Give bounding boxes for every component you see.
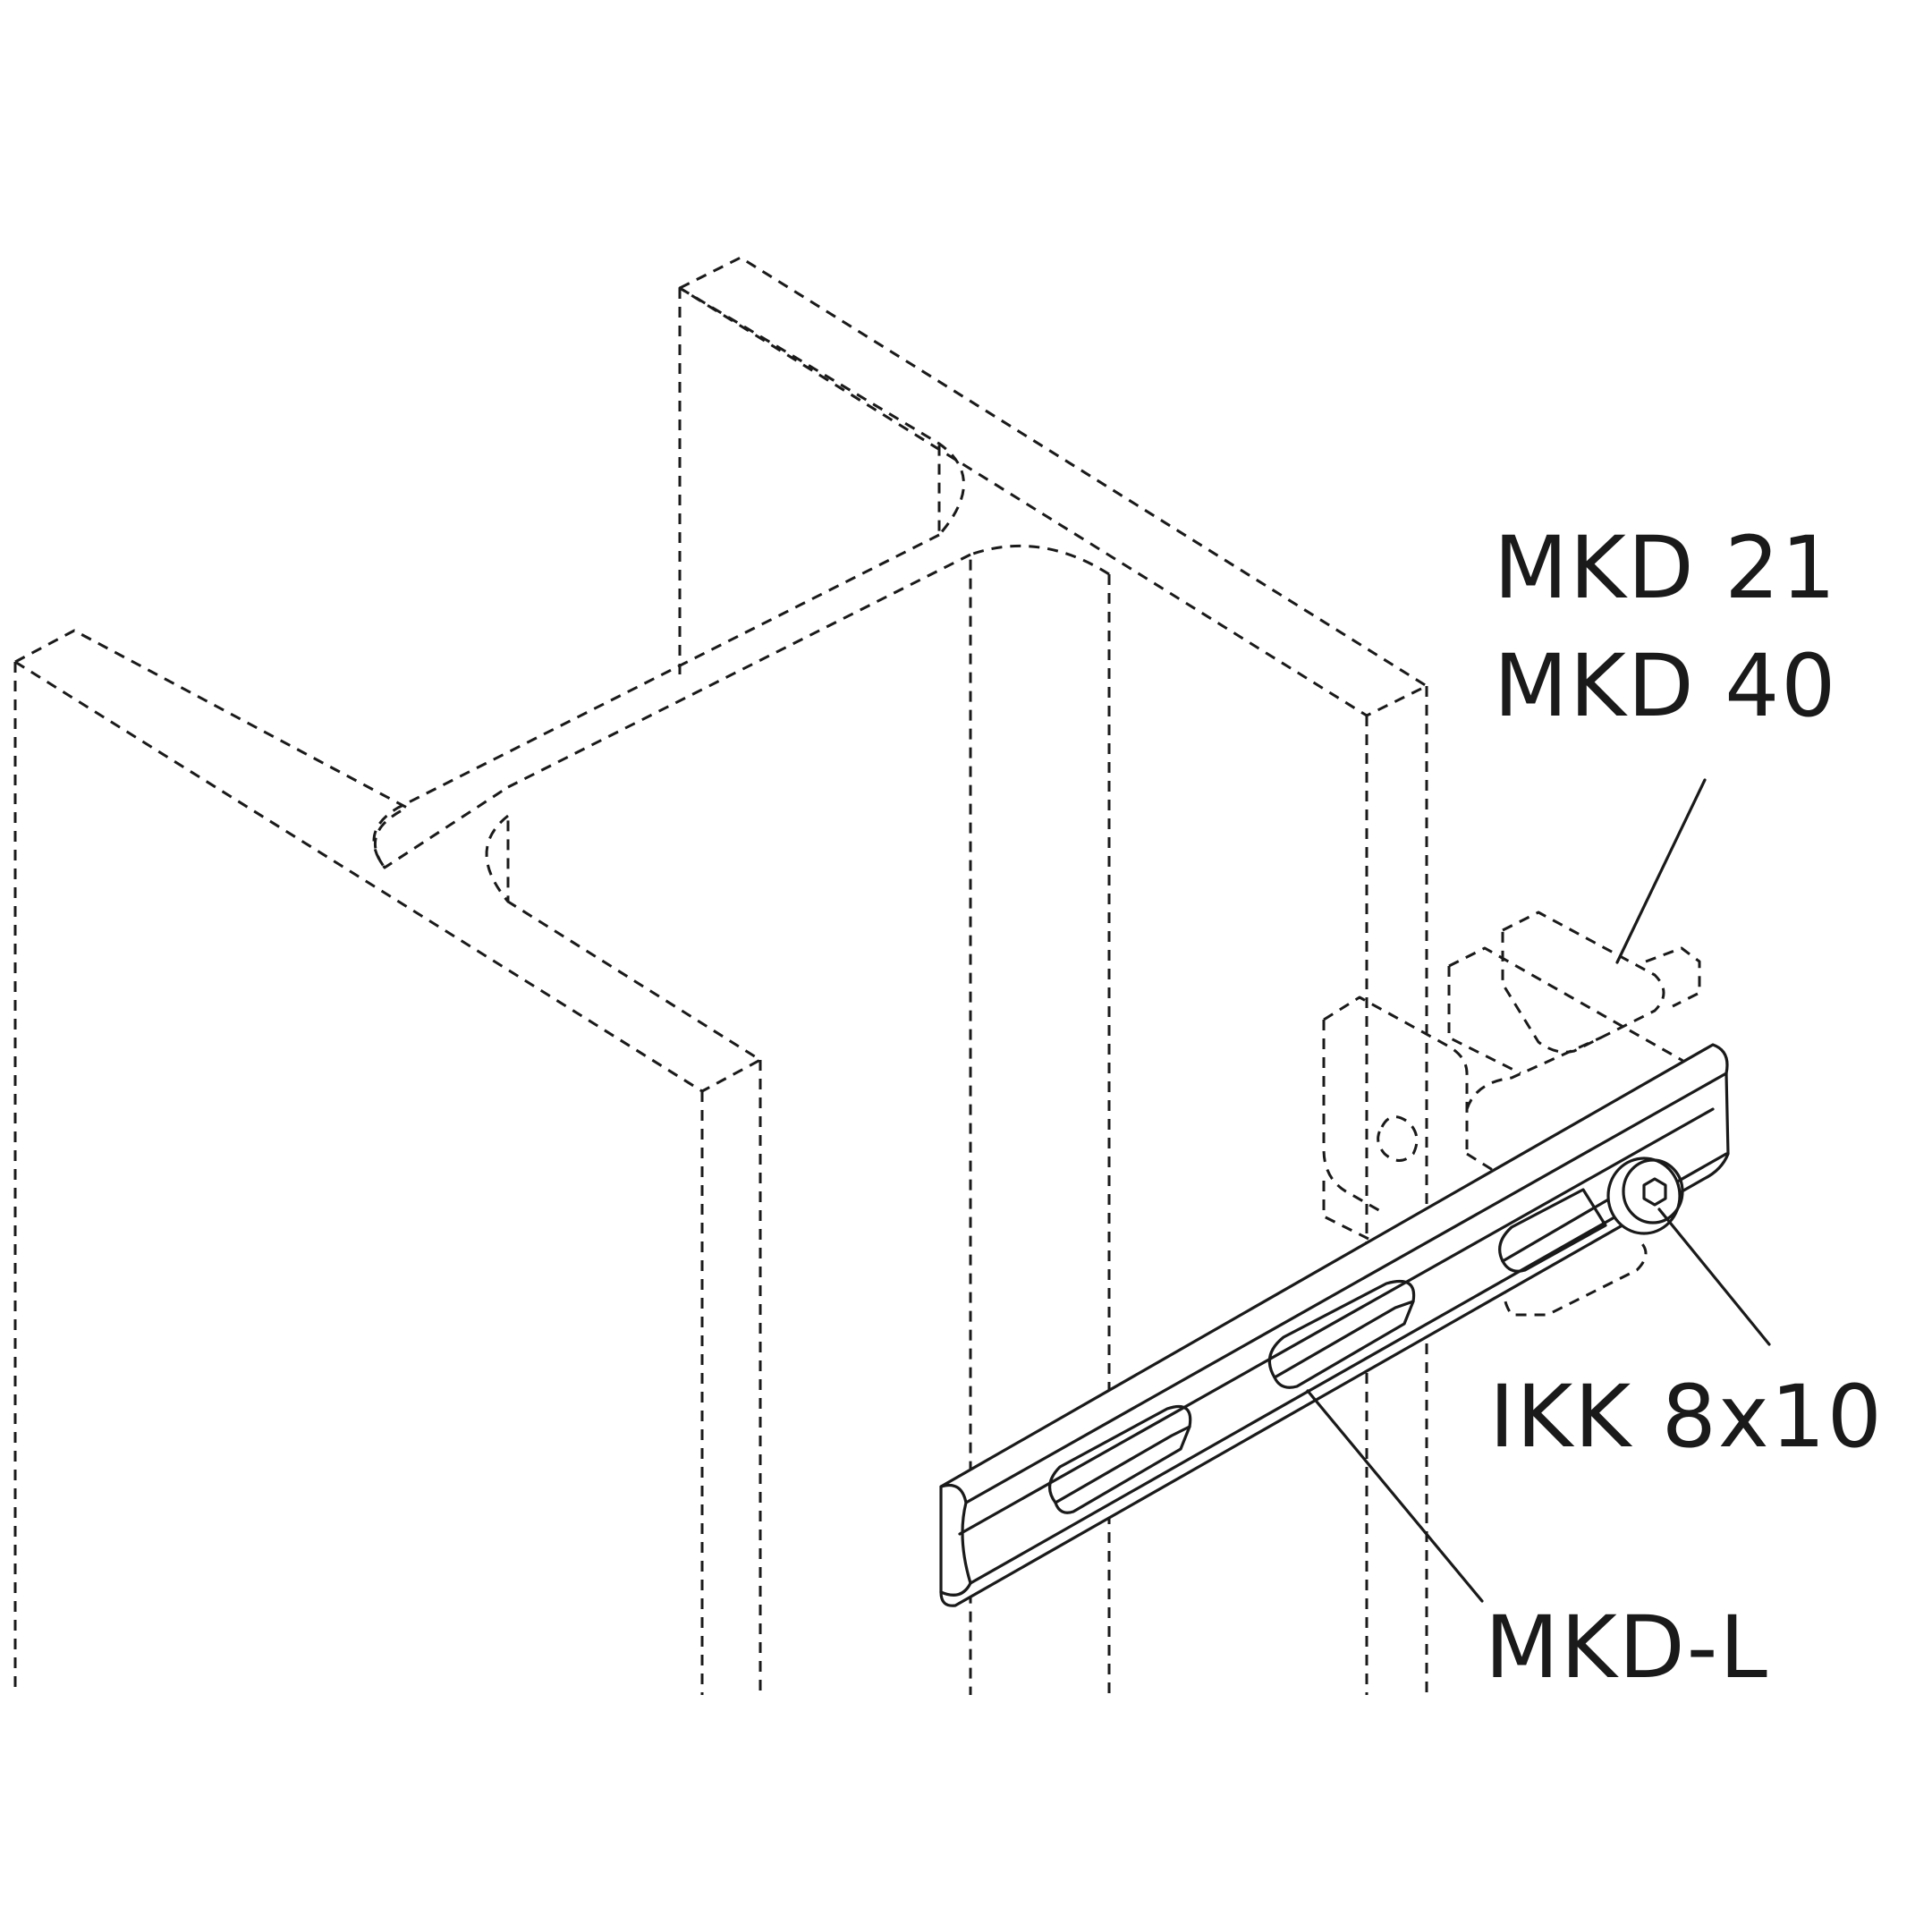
label-mkd-l: MKD-L xyxy=(1485,1597,1769,1698)
rear-web-fillet-top xyxy=(969,544,1110,1695)
bracket-slot-1 xyxy=(1048,1404,1192,1514)
label-ikk-8x10: IKK 8x10 xyxy=(1489,1367,1884,1467)
leader-lines xyxy=(1306,778,1771,1603)
leader-bracket xyxy=(1306,1389,1484,1603)
web-top-edge xyxy=(507,553,971,789)
rear-flange-right-edges xyxy=(1365,686,1428,1695)
web-lower-edge xyxy=(372,533,940,869)
leader-clamp xyxy=(1615,778,1707,964)
mkd-l-bracket xyxy=(939,1043,1730,1607)
label-mkd-40: MKD 40 xyxy=(1494,636,1837,736)
bracket-slot-2-inner xyxy=(1273,1300,1415,1379)
rear-flange-top xyxy=(678,256,1428,717)
leader-screw xyxy=(1657,1208,1771,1346)
clamp-screw-tip xyxy=(1645,946,1701,1008)
bracket-end-face xyxy=(939,1483,972,1597)
bracket-slot-1-inner xyxy=(1054,1425,1191,1504)
bracket-slot-3-inner xyxy=(1501,1197,1612,1263)
label-mkd-21: MKD 21 xyxy=(1494,518,1837,618)
screw-head-inner xyxy=(1622,1158,1684,1224)
bracket-slot-2 xyxy=(1267,1279,1416,1389)
clamp-top-cap xyxy=(1501,911,1665,1054)
clamp-body-outline xyxy=(1322,996,1469,1214)
i-beam-hidden-outline xyxy=(13,256,1428,1695)
hex-socket-icon xyxy=(1642,1177,1667,1207)
bracket-ridge-bottom xyxy=(969,1152,1728,1585)
front-flange-top-lower xyxy=(14,660,762,1093)
front-fillet-small xyxy=(485,814,510,903)
callout-labels: MKD 21 MKD 40 IKK 8x10 MKD-L xyxy=(1485,518,1884,1698)
bracket-inner-line xyxy=(958,1107,1715,1536)
front-flange-right-edges xyxy=(700,1060,762,1695)
bracket-ridge-top xyxy=(964,1072,1728,1504)
rear-flange-underside xyxy=(679,286,965,537)
clamp-hole xyxy=(1377,1115,1419,1162)
front-flange-top xyxy=(14,629,409,869)
bracket-body xyxy=(939,1043,1730,1607)
clamp-rounded-edge xyxy=(1465,1036,1602,1110)
